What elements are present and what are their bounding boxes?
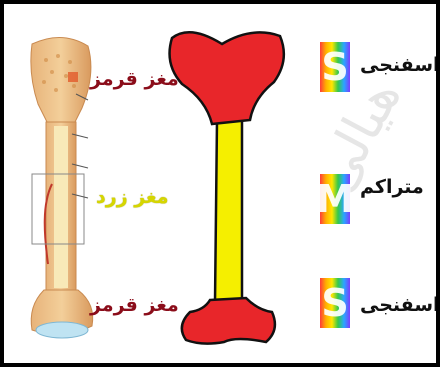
- compact-label: متراکم: [360, 176, 424, 198]
- spongy-top-icon: S: [320, 42, 350, 92]
- spongy-label-bottom: اسفنجی: [360, 294, 440, 316]
- yellow-marrow-label: مغز زرد: [96, 186, 169, 208]
- compact-icon: M: [320, 174, 350, 224]
- spongy-label-top: اسفنجی: [360, 54, 440, 76]
- bone-diagram: [162, 20, 292, 350]
- spongy-bottom-icon: S: [320, 278, 350, 328]
